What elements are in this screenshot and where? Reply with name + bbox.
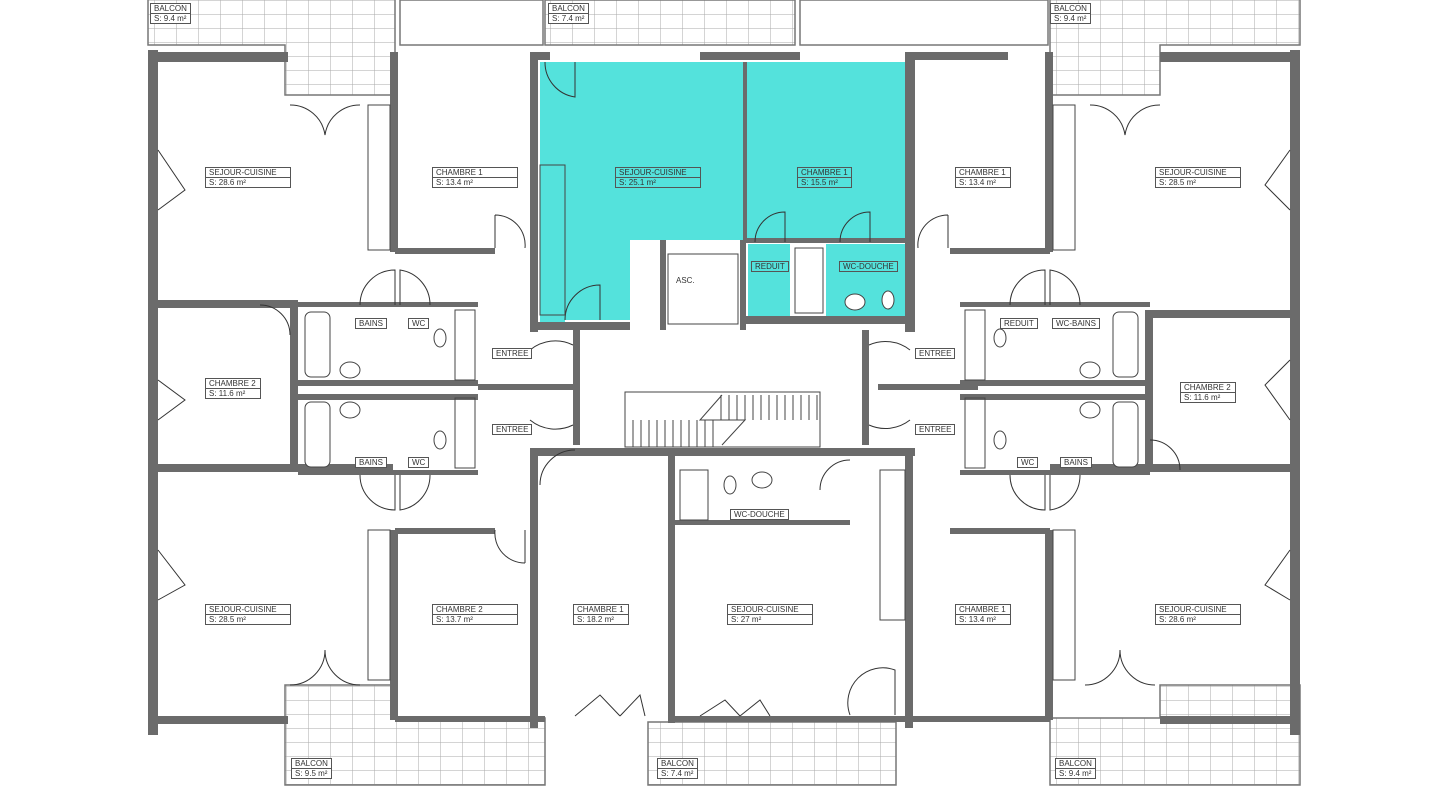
walls [148, 50, 1300, 735]
room-label-wc-bains: WC-BAINS [1052, 318, 1100, 329]
room-label-wc-douche: WC-DOUCHE [730, 509, 789, 520]
fixtures [304, 104, 1139, 681]
room-label-wc-douche: WC-DOUCHE [839, 261, 898, 272]
room-label-reduit: REDUIT [751, 261, 789, 272]
balconies [147, 0, 1301, 786]
room-label-wc: WC [408, 457, 430, 468]
room-label-entree: ENTREE [492, 424, 533, 435]
room-label-entree: ENTREE [915, 348, 956, 359]
room-label-wc: WC [1017, 457, 1039, 468]
room-label-bains: BAINS [355, 457, 388, 468]
room-label-bains: BAINS [355, 318, 388, 329]
room-label-bains: BAINS [1060, 457, 1093, 468]
highlighted-unit [540, 62, 908, 322]
room-label-entree: ENTREE [492, 348, 533, 359]
elevator-label: ASC. [676, 276, 695, 285]
room-label-reduit: REDUIT [1000, 318, 1038, 329]
room-label-wc: WC [408, 318, 430, 329]
staircase [624, 391, 821, 448]
door-swings [157, 61, 1291, 717]
room-label-entree: ENTREE [915, 424, 956, 435]
